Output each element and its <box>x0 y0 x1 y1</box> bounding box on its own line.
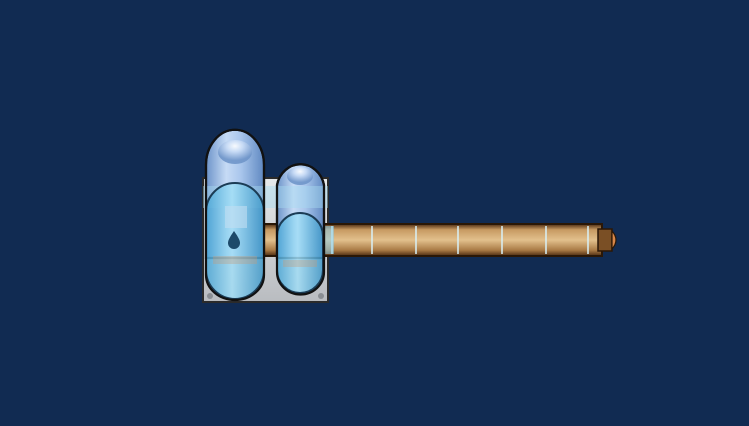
muzzle <box>597 228 613 252</box>
plate-rivet <box>318 293 324 299</box>
muzzle-tip <box>611 229 617 251</box>
tank-highlight <box>218 140 252 164</box>
water-drop-icon <box>228 231 240 249</box>
small-tank-outline <box>275 163 326 296</box>
plate-rivet <box>207 293 213 299</box>
tall-tank-outline <box>204 128 266 302</box>
front-liquid-tank <box>205 182 265 300</box>
tank-stripe <box>213 256 257 264</box>
tank-stripe <box>283 260 317 267</box>
tank-highlight <box>287 167 313 185</box>
tank-window <box>225 206 247 228</box>
front-small-liquid-tank <box>276 212 324 294</box>
